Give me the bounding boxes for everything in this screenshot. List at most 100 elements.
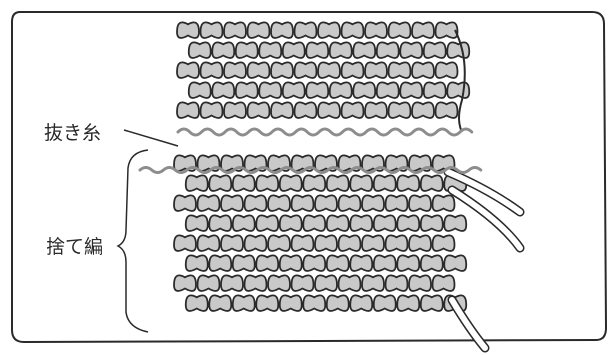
knit-loop (248, 62, 270, 78)
knit-loop (318, 62, 340, 78)
knit-loop (327, 295, 349, 311)
knit-loop (209, 175, 231, 191)
knit-loop (409, 275, 431, 291)
knit-loop (174, 195, 196, 211)
knit-loop (224, 102, 246, 118)
waste-knit-bracket (118, 150, 148, 332)
knit-loop (433, 235, 455, 251)
knit-loop (212, 42, 234, 58)
knit-loop (386, 195, 408, 211)
knit-loop (447, 82, 469, 98)
knit-loop (268, 195, 290, 211)
knit-loop (362, 275, 384, 291)
knit-loop (374, 255, 396, 271)
knit-loop (292, 235, 314, 251)
knit-loop (201, 22, 223, 38)
knit-loop (177, 102, 199, 118)
waste-knit-section (174, 155, 466, 311)
knit-loop (268, 235, 290, 251)
knit-loop (303, 255, 325, 271)
knit-loop (377, 42, 399, 58)
upper-knit-section (177, 22, 469, 118)
knit-loop (400, 42, 422, 58)
knit-loop (268, 275, 290, 291)
knit-loop (245, 195, 267, 211)
knit-loop (280, 295, 302, 311)
knit-loop (224, 22, 246, 38)
knit-loop (339, 275, 361, 291)
knit-loop (292, 275, 314, 291)
knit-loop (353, 42, 375, 58)
knit-loop (377, 82, 399, 98)
knit-loop (342, 22, 364, 38)
knit-loop (353, 82, 375, 98)
knit-loop (342, 102, 364, 118)
knit-loop (186, 295, 208, 311)
knit-loop (374, 215, 396, 231)
knit-loop (303, 175, 325, 191)
knit-loop (295, 62, 317, 78)
knit-loop (256, 175, 278, 191)
knit-loop (221, 195, 243, 211)
knit-loop (248, 102, 270, 118)
knit-loop (201, 102, 223, 118)
knit-loop (212, 82, 234, 98)
knit-loop (433, 275, 455, 291)
knit-loop (283, 82, 305, 98)
knit-loop (280, 255, 302, 271)
knit-loop (330, 82, 352, 98)
knit-loop (248, 22, 270, 38)
knit-loop (362, 195, 384, 211)
knit-loop (198, 275, 220, 291)
knit-loop (318, 102, 340, 118)
knit-loop (236, 42, 258, 58)
knit-loop (397, 215, 419, 231)
knit-loop (315, 235, 337, 251)
knit-loop (189, 42, 211, 58)
knit-loop (447, 42, 469, 58)
knit-loop (271, 22, 293, 38)
knit-loop (421, 295, 443, 311)
knit-loop (327, 255, 349, 271)
knit-loop (389, 22, 411, 38)
knit-loop (259, 42, 281, 58)
knit-loop (424, 42, 446, 58)
knit-loop (389, 62, 411, 78)
knit-loop (306, 82, 328, 98)
knit-loop (256, 255, 278, 271)
knit-loop (365, 102, 387, 118)
knit-loop (224, 62, 246, 78)
knit-loop (342, 62, 364, 78)
knit-loop (365, 22, 387, 38)
knit-loop (350, 175, 372, 191)
knit-loop (397, 175, 419, 191)
knit-loop (412, 22, 434, 38)
knit-loop (412, 102, 434, 118)
knit-loop (374, 175, 396, 191)
knit-loop (283, 42, 305, 58)
knit-loop (174, 235, 196, 251)
knit-loop (177, 22, 199, 38)
knit-loop (198, 195, 220, 211)
knit-loop (209, 215, 231, 231)
knit-loop (271, 102, 293, 118)
knit-loop (421, 175, 443, 191)
knit-loop (374, 295, 396, 311)
knit-loop (306, 42, 328, 58)
knit-loop (174, 275, 196, 291)
knit-loop (433, 195, 455, 211)
knit-loop (233, 255, 255, 271)
knit-loop (189, 82, 211, 98)
knit-loop (259, 82, 281, 98)
knit-loop (350, 295, 372, 311)
knit-loop (315, 275, 337, 291)
knit-loop (339, 195, 361, 211)
knit-loop (295, 22, 317, 38)
knit-loop (245, 235, 267, 251)
knit-loop (233, 215, 255, 231)
knit-loop (271, 62, 293, 78)
knit-loop (389, 102, 411, 118)
knit-loop (409, 235, 431, 251)
knit-loop (444, 255, 466, 271)
knit-loop (444, 215, 466, 231)
